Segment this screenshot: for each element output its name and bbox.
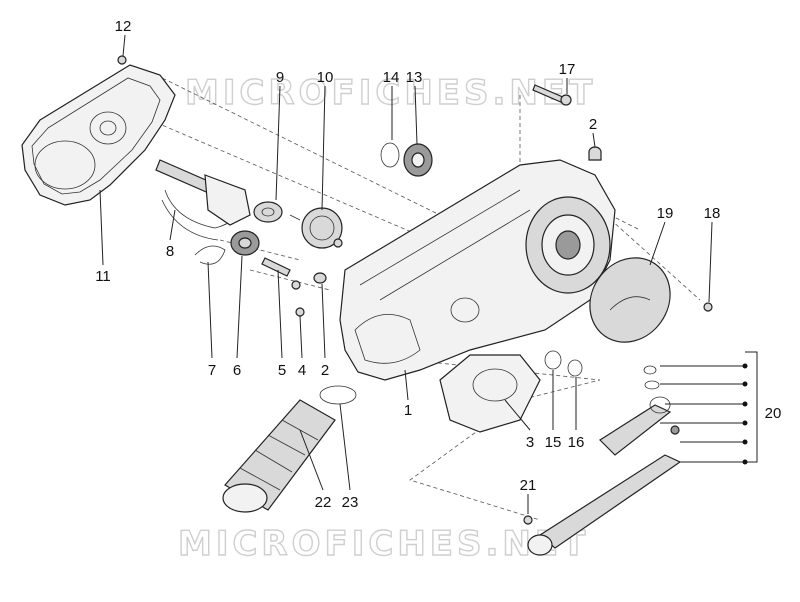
part-9-bushing xyxy=(253,201,283,223)
callout-2-left: 2 xyxy=(321,362,329,379)
callout-13: 13 xyxy=(406,69,423,86)
part-21-screw xyxy=(523,515,533,525)
callout-18: 18 xyxy=(704,205,721,222)
callout-9: 9 xyxy=(276,69,284,86)
part-19-cover-badge xyxy=(589,257,671,343)
part-1-transmission-cover xyxy=(339,159,616,381)
callout-16: 16 xyxy=(568,434,585,451)
callout-19: 19 xyxy=(657,205,674,222)
part-22-bellow xyxy=(222,399,336,513)
callout-8: 8 xyxy=(166,243,174,260)
part-20-kick-lever xyxy=(527,365,682,556)
part-23-clamp xyxy=(319,385,357,405)
callout-3: 3 xyxy=(526,434,534,451)
part-16-circlip xyxy=(567,359,583,377)
callout-12: 12 xyxy=(115,18,132,35)
part-2-dowel-right xyxy=(588,146,602,161)
callout-22: 22 xyxy=(315,494,332,511)
callout-15: 15 xyxy=(545,434,562,451)
part-8-kickstart-shaft xyxy=(155,159,251,241)
callout-20: 20 xyxy=(765,405,782,422)
part-2-dowel-left xyxy=(313,272,327,284)
watermark-bottom: MICROFICHES.NET xyxy=(178,524,589,564)
callout-17: 17 xyxy=(559,61,576,78)
part-15-washer xyxy=(544,350,562,370)
part-5-pin xyxy=(261,257,291,277)
part-7-clip xyxy=(194,245,226,265)
callout-5: 5 xyxy=(278,362,286,379)
callout-11: 11 xyxy=(95,268,111,285)
part-18-screw xyxy=(703,302,713,312)
callout-10: 10 xyxy=(317,69,334,86)
callout-2-top: 2 xyxy=(589,116,597,133)
part-14-circlip xyxy=(380,142,400,168)
callout-labels: 12 9 10 14 13 17 2 19 18 11 8 7 6 5 4 2 … xyxy=(95,18,781,511)
bracket-dots xyxy=(742,363,748,465)
callout-7: 7 xyxy=(208,362,216,379)
callout-23: 23 xyxy=(342,494,359,511)
leader-lines xyxy=(99,34,758,514)
part-3-air-duct xyxy=(439,354,541,433)
callout-14: 14 xyxy=(383,69,400,86)
part-11-gasket xyxy=(21,64,176,206)
part-12-screw xyxy=(117,55,127,65)
callout-6: 6 xyxy=(233,362,241,379)
part-6-pinion-gear xyxy=(230,230,260,256)
callout-21: 21 xyxy=(520,477,537,494)
watermark-top: MICROFICHES.NET xyxy=(185,73,596,113)
part-17-bolt xyxy=(532,84,572,106)
callout-1: 1 xyxy=(404,402,412,419)
part-13-bearing xyxy=(403,143,433,177)
callout-4: 4 xyxy=(298,362,306,379)
part-4-screws xyxy=(291,238,343,317)
